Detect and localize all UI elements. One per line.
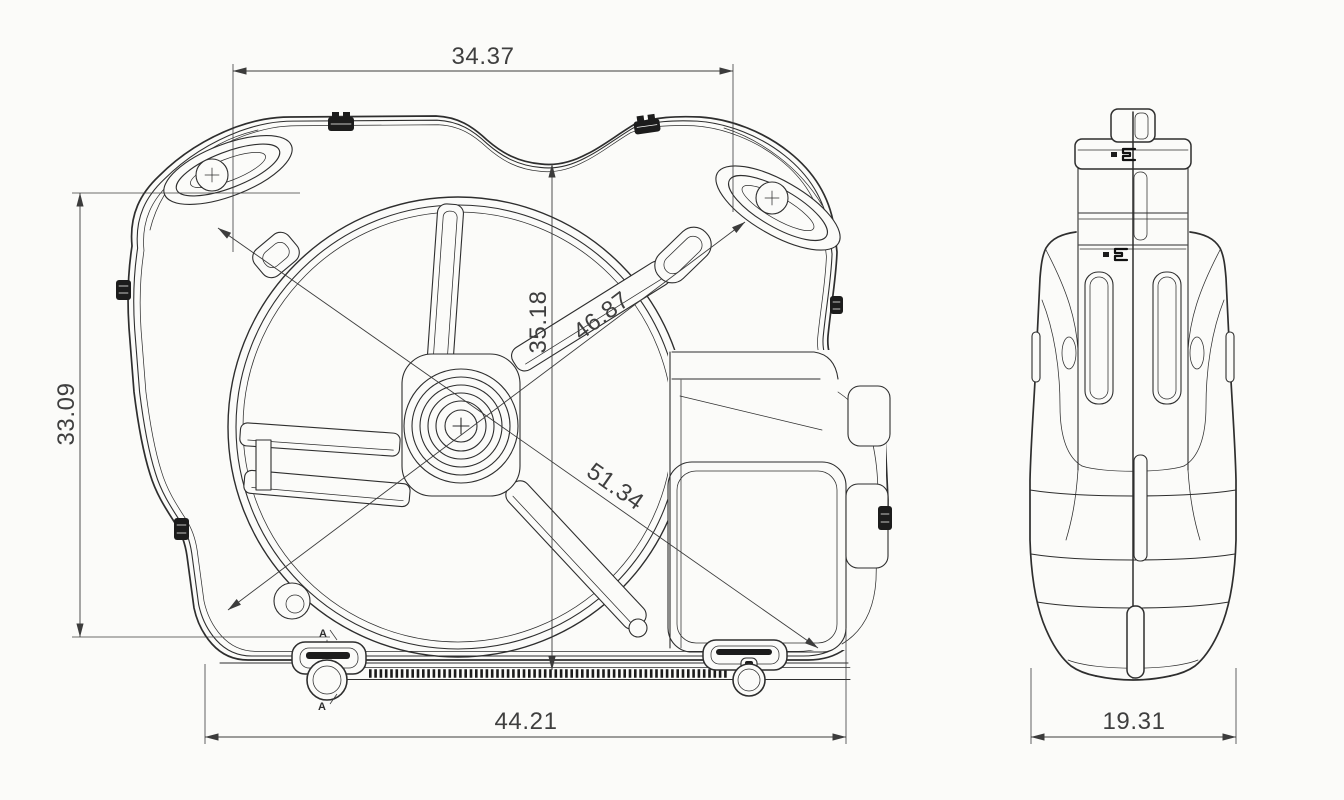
top-latch-right-icon xyxy=(633,113,661,135)
corner-handle-top-left xyxy=(163,135,293,205)
dim-mid-height: 35.18 xyxy=(525,163,556,671)
fastener-cross-icon xyxy=(195,158,229,192)
dim-end-width: 19.31 xyxy=(1030,668,1237,744)
caster-left xyxy=(291,639,367,701)
spoke-left-connector xyxy=(255,439,272,491)
dim-mid-height-label: 35.18 xyxy=(525,290,552,353)
end-neck xyxy=(1045,171,1221,351)
left-edge-clip-lower-icon xyxy=(174,518,189,540)
caster-right xyxy=(702,639,788,697)
end-outline xyxy=(1029,167,1237,681)
dim-top-width: 34.37 xyxy=(232,43,734,252)
section-marks: A A xyxy=(318,628,338,713)
left-edge-clip-upper-icon xyxy=(116,280,131,300)
seam-clip-lower-icon xyxy=(1103,247,1129,262)
edge-frame-upper xyxy=(847,385,891,447)
dim-end-width-label: 19.31 xyxy=(1102,708,1165,735)
dim-bottom-width: 44.21 xyxy=(204,628,847,744)
dim-left-height: 33.09 xyxy=(53,192,330,638)
dim-diagonal-lower-label: 51.34 xyxy=(582,458,649,516)
section-mark-top-label: A xyxy=(319,628,327,640)
wheel-hub xyxy=(401,353,521,497)
section-mark-bottom-label: A xyxy=(318,701,326,713)
seam-clip-upper-icon xyxy=(1111,147,1137,162)
side-view xyxy=(116,112,892,701)
bottom-left-dring xyxy=(273,582,311,620)
dim-top-width-label: 34.37 xyxy=(451,43,514,70)
end-lower-body xyxy=(1029,299,1237,679)
spoke-end-boss xyxy=(628,618,648,638)
dim-left-height-label: 33.09 xyxy=(53,382,80,445)
right-edge-clip-upper-icon xyxy=(830,296,843,314)
side-compartment xyxy=(667,350,891,653)
spoke-vertical xyxy=(426,203,464,379)
end-seam-clips xyxy=(1103,147,1137,262)
latch-clips xyxy=(116,112,892,540)
dim-bottom-width-label: 44.21 xyxy=(494,708,557,735)
end-view xyxy=(1029,108,1237,681)
end-slots xyxy=(1031,271,1235,405)
right-edge-clip-lower-icon xyxy=(878,506,892,530)
fastener-cross-icon xyxy=(755,181,789,215)
top-latch-left-icon xyxy=(328,112,354,131)
